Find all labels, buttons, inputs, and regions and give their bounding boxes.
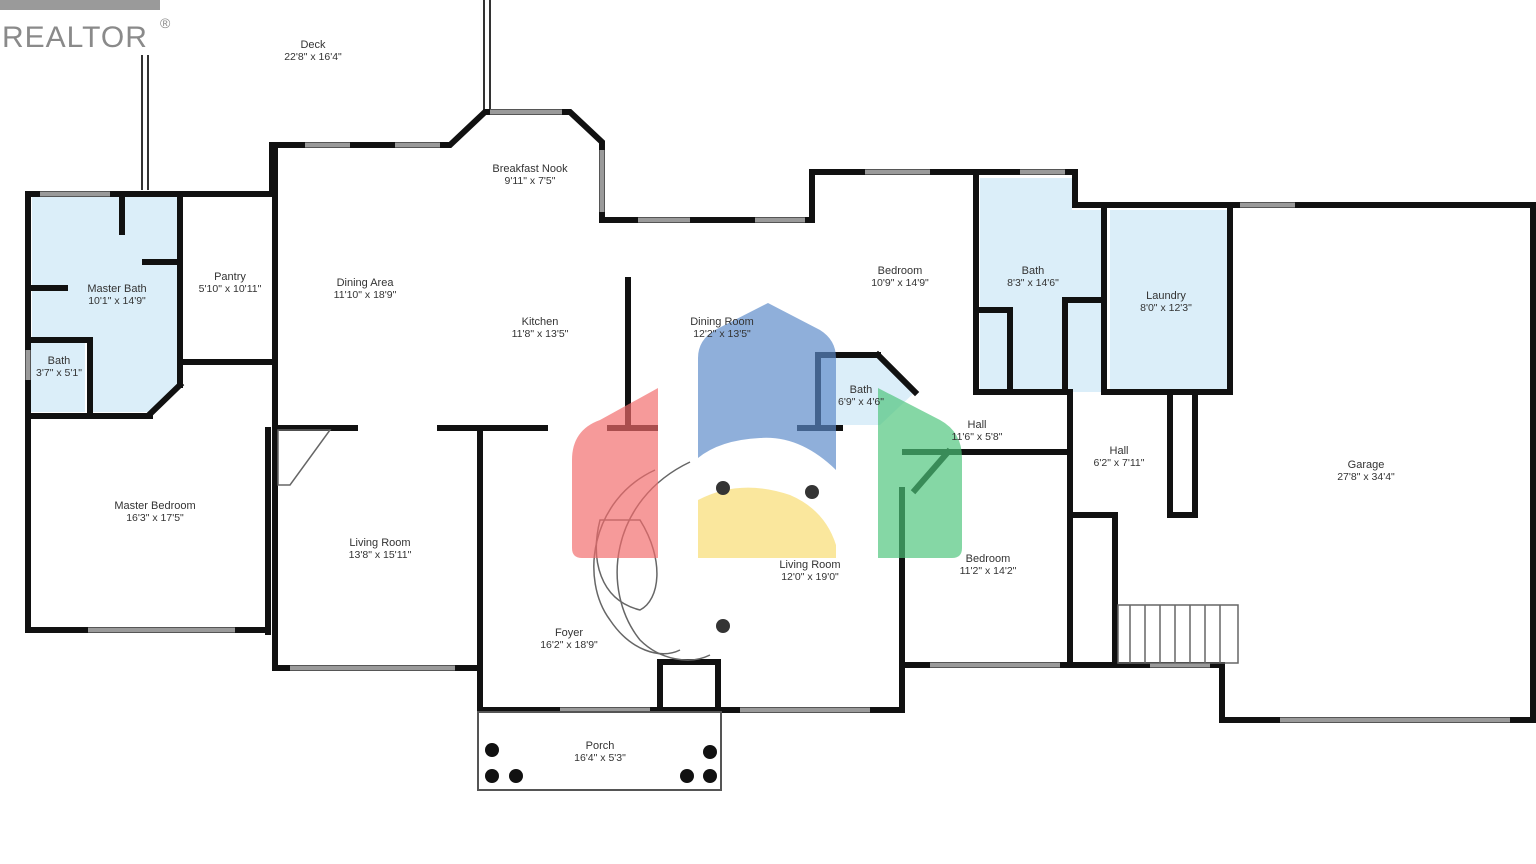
porch bbox=[477, 711, 722, 791]
room-label-master-bedroom: Master Bedroom 16'3" x 17'5" bbox=[114, 500, 195, 524]
room-label-hall-2: Hall 6'2" x 7'11" bbox=[1094, 445, 1145, 469]
room-label-porch: Porch 16'4" x 5'3" bbox=[574, 740, 626, 764]
svg-text:13'8" x 15'11": 13'8" x 15'11" bbox=[349, 549, 412, 561]
svg-text:Bath: Bath bbox=[48, 355, 71, 367]
room-label-bedroom-2: Bedroom 11'2" x 14'2" bbox=[960, 553, 1017, 577]
room-label-breakfast-nook: Breakfast Nook 9'11" x 7'5" bbox=[492, 163, 568, 187]
room-label-bedroom-1: Bedroom 10'9" x 14'9" bbox=[871, 265, 929, 289]
svg-text:11'8" x 13'5": 11'8" x 13'5" bbox=[512, 328, 569, 340]
realtor-text: REALTOR bbox=[2, 21, 148, 54]
svg-text:Pantry: Pantry bbox=[214, 271, 246, 283]
svg-text:8'0" x 12'3": 8'0" x 12'3" bbox=[1140, 302, 1192, 314]
svg-text:Bath: Bath bbox=[1022, 265, 1045, 277]
room-label-bath-1: Bath 8'3" x 14'6" bbox=[1007, 265, 1059, 289]
svg-text:27'8" x 34'4": 27'8" x 34'4" bbox=[1337, 471, 1395, 483]
svg-text:8'3" x 14'6": 8'3" x 14'6" bbox=[1007, 277, 1059, 289]
svg-text:11'6" x 5'8": 11'6" x 5'8" bbox=[952, 431, 1003, 443]
svg-text:16'2" x 18'9": 16'2" x 18'9" bbox=[540, 639, 598, 651]
svg-text:22'8" x 16'4": 22'8" x 16'4" bbox=[284, 51, 342, 63]
svg-text:Foyer: Foyer bbox=[555, 627, 583, 639]
svg-text:Living Room: Living Room bbox=[779, 559, 840, 571]
room-label-laundry: Laundry 8'0" x 12'3" bbox=[1140, 290, 1192, 314]
svg-text:Kitchen: Kitchen bbox=[522, 316, 559, 328]
svg-text:Living Room: Living Room bbox=[349, 537, 410, 549]
room-label-bath-3: Bath 6'9" x 4'6" bbox=[838, 384, 884, 408]
room-label-living-room-2: Living Room 12'0" x 19'0" bbox=[779, 559, 840, 583]
svg-text:12'0" x 19'0": 12'0" x 19'0" bbox=[781, 571, 839, 583]
svg-text:Breakfast Nook: Breakfast Nook bbox=[492, 163, 568, 175]
room-label-master-bath: Master Bath 10'1" x 14'9" bbox=[87, 283, 146, 307]
deck-rails bbox=[141, 0, 491, 190]
svg-text:5'10" x 10'11": 5'10" x 10'11" bbox=[199, 283, 262, 295]
room-label-dining-room: Dining Room 12'2" x 13'5" bbox=[690, 316, 754, 340]
svg-text:10'9" x 14'9": 10'9" x 14'9" bbox=[871, 277, 929, 289]
svg-text:Laundry: Laundry bbox=[1146, 290, 1186, 302]
svg-text:Master Bath: Master Bath bbox=[87, 283, 146, 295]
svg-text:Master Bedroom: Master Bedroom bbox=[114, 500, 195, 512]
svg-text:16'3" x 17'5": 16'3" x 17'5" bbox=[126, 512, 184, 524]
room-label-bath-2: Bath 3'7" x 5'1" bbox=[36, 355, 82, 379]
room-labels: Deck 22'8" x 16'4" Breakfast Nook 9'11" … bbox=[36, 39, 1395, 764]
room-label-pantry: Pantry 5'10" x 10'11" bbox=[199, 271, 262, 295]
room-label-kitchen: Kitchen 11'8" x 13'5" bbox=[512, 316, 569, 340]
svg-text:Bedroom: Bedroom bbox=[966, 553, 1011, 565]
svg-text:Dining Area: Dining Area bbox=[337, 277, 395, 289]
svg-text:Deck: Deck bbox=[300, 39, 326, 51]
svg-text:10'1" x 14'9": 10'1" x 14'9" bbox=[88, 295, 146, 307]
svg-text:Porch: Porch bbox=[586, 740, 615, 752]
svg-text:9'11" x 7'5": 9'11" x 7'5" bbox=[505, 175, 556, 187]
svg-text:6'9" x 4'6": 6'9" x 4'6" bbox=[838, 396, 884, 408]
svg-text:12'2" x 13'5": 12'2" x 13'5" bbox=[693, 328, 751, 340]
svg-text:Garage: Garage bbox=[1348, 459, 1385, 471]
svg-text:11'2" x 14'2": 11'2" x 14'2" bbox=[960, 565, 1017, 577]
windows bbox=[25, 109, 1510, 723]
svg-text:Hall: Hall bbox=[968, 419, 987, 431]
registered-mark: ® bbox=[160, 15, 171, 31]
walls bbox=[25, 109, 1536, 723]
room-label-deck: Deck 22'8" x 16'4" bbox=[284, 39, 342, 63]
room-label-hall-1: Hall 11'6" x 5'8" bbox=[952, 419, 1003, 443]
svg-text:11'10" x 18'9": 11'10" x 18'9" bbox=[334, 289, 397, 301]
room-label-garage: Garage 27'8" x 34'4" bbox=[1337, 459, 1395, 483]
svg-text:Dining Room: Dining Room bbox=[690, 316, 754, 328]
svg-text:16'4" x 5'3": 16'4" x 5'3" bbox=[574, 752, 626, 764]
stairs bbox=[277, 429, 1239, 664]
realtor-logo: REALTOR ® bbox=[0, 0, 171, 54]
watermark-logo bbox=[572, 303, 962, 633]
svg-text:Bedroom: Bedroom bbox=[878, 265, 923, 277]
room-label-dining-area: Dining Area 11'10" x 18'9" bbox=[334, 277, 397, 301]
svg-text:Bath: Bath bbox=[850, 384, 873, 396]
room-label-living-room-1: Living Room 13'8" x 15'11" bbox=[349, 537, 412, 561]
svg-text:Hall: Hall bbox=[1110, 445, 1129, 457]
room-label-foyer: Foyer 16'2" x 18'9" bbox=[540, 627, 598, 651]
svg-text:3'7" x 5'1": 3'7" x 5'1" bbox=[36, 367, 82, 379]
svg-text:6'2" x 7'11": 6'2" x 7'11" bbox=[1094, 457, 1145, 469]
